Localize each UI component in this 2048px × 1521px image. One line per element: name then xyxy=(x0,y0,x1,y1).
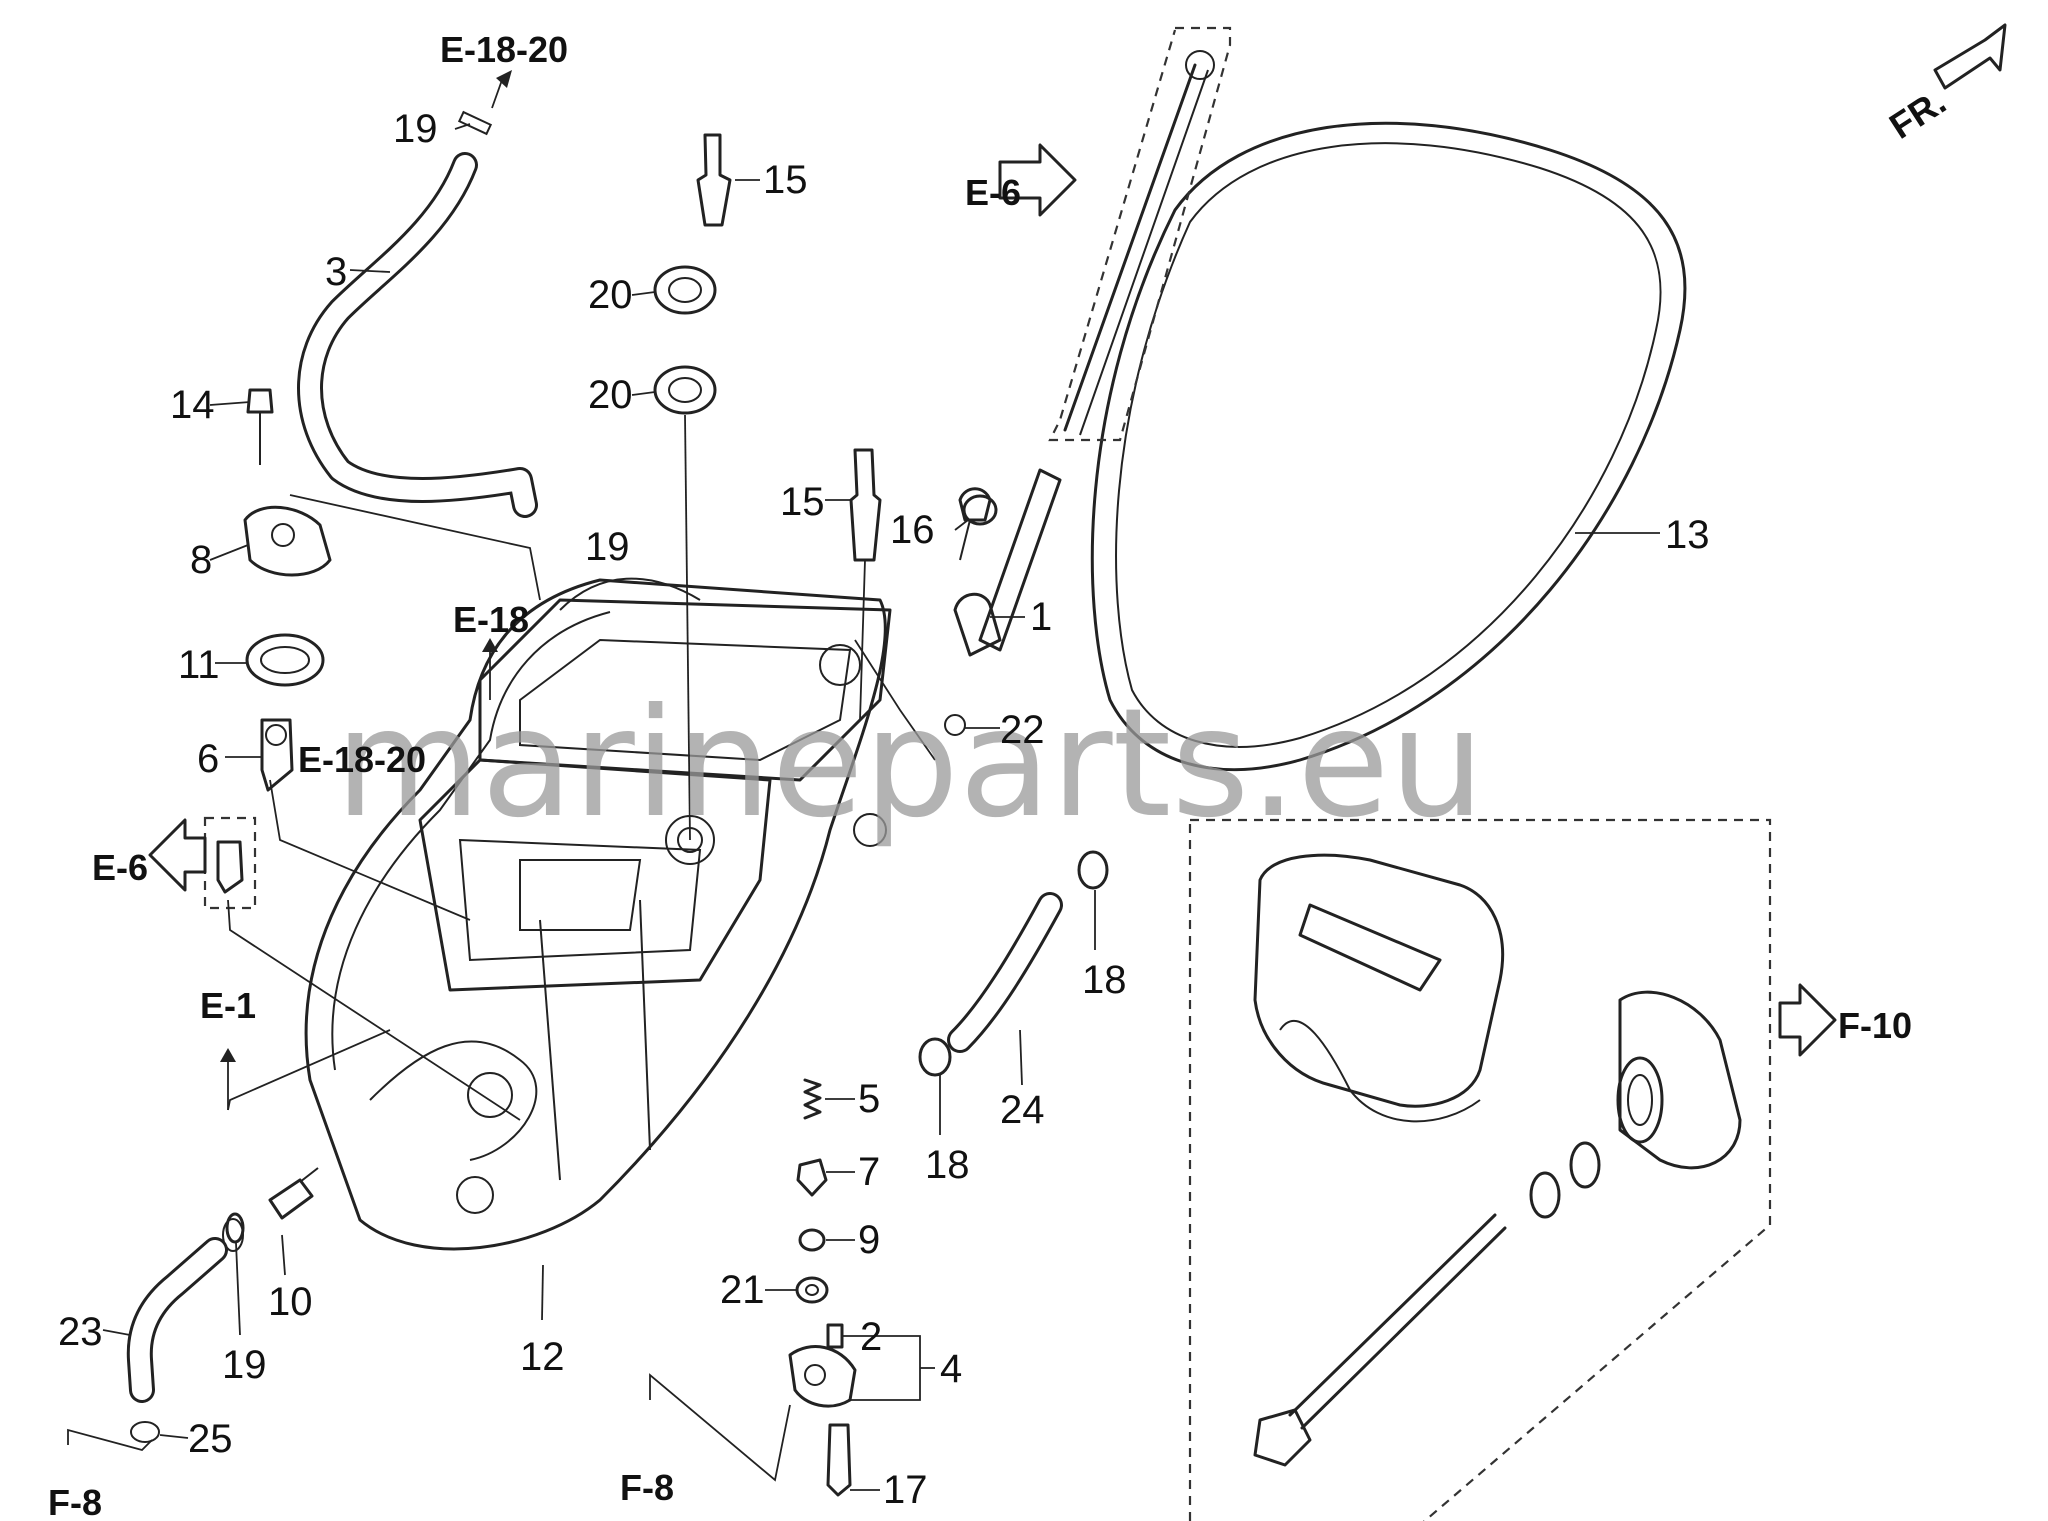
dipstick-assembly xyxy=(944,50,1215,736)
callout-1: 1 xyxy=(1030,595,1052,639)
callout-3: 3 xyxy=(325,250,347,294)
callout-6: 6 xyxy=(197,737,219,781)
ref-arrow-e18 xyxy=(482,638,498,700)
oil-hose xyxy=(918,850,1109,1077)
watermark: marineparts.eu xyxy=(335,677,1485,851)
callout-4: 4 xyxy=(940,1347,962,1391)
bolt-14 xyxy=(246,388,274,465)
fitting-6 xyxy=(260,718,294,792)
callout-14: 14 xyxy=(170,383,215,427)
oil-seal-20-upper xyxy=(653,265,717,315)
callout-21: 21 xyxy=(720,1268,765,1312)
clip-19-lower xyxy=(225,1212,245,1244)
callout-8: 8 xyxy=(190,538,212,582)
callout-24: 24 xyxy=(1000,1088,1045,1132)
bolt-16 xyxy=(962,494,998,526)
ref-arrow-e1 xyxy=(220,1048,236,1110)
callout-7: 7 xyxy=(858,1150,880,1194)
oil-seal-20-lower xyxy=(653,365,717,415)
callout-2: 2 xyxy=(860,1315,882,1359)
callout-13: 13 xyxy=(1665,513,1710,557)
seal-axis-line xyxy=(684,414,691,841)
ref-e6-left: E-6 xyxy=(92,847,148,888)
front-direction-indicator: FR. xyxy=(1882,23,2007,147)
plug-2 xyxy=(826,1323,844,1349)
ref-arrow-e6-upper xyxy=(998,143,1077,217)
callout-10: 10 xyxy=(268,1280,313,1324)
valve-7 xyxy=(796,1158,828,1197)
ref-f10: F-10 xyxy=(1838,1005,1912,1046)
dipstick-group-outline xyxy=(1048,26,1232,442)
ref-f8-left: F-8 xyxy=(48,1482,102,1521)
cover-8 xyxy=(243,505,332,577)
relief-valve-body-4 xyxy=(788,1345,857,1408)
callout-19-top: 19 xyxy=(393,107,438,151)
front-arrow-icon xyxy=(1933,23,2007,90)
callout-12: 12 xyxy=(520,1335,565,1379)
callout-16: 16 xyxy=(890,508,935,552)
callout-11: 11 xyxy=(178,643,220,687)
callout-19-lower: 19 xyxy=(222,1343,267,1387)
callout-19-middle: 19 xyxy=(585,525,630,569)
callout-17: 17 xyxy=(883,1468,928,1512)
stud-15-middle xyxy=(849,448,882,562)
breather-hose xyxy=(297,110,538,518)
ref-e18-20-top: E-18-20 xyxy=(440,29,568,70)
fitting-10 xyxy=(268,1167,319,1220)
ref-arrow-e6-left xyxy=(148,818,207,892)
callouts: 1 2 3 4 5 6 7 8 9 10 11 12 13 14 15 15 1… xyxy=(58,107,1710,1512)
reference-labels: E-18-20 E-6 E-18 E-18-20 E-6 E-1 F-10 F-… xyxy=(48,29,1912,1521)
ref-e18: E-18 xyxy=(453,599,529,640)
leader-lines xyxy=(67,123,1660,1491)
stud-axis-line xyxy=(859,559,866,721)
filter-group-outline xyxy=(1188,818,1772,1521)
callout-5: 5 xyxy=(858,1077,880,1121)
callout-18-left: 18 xyxy=(925,1143,970,1187)
drain-hose xyxy=(126,1218,244,1443)
ref-e1: E-1 xyxy=(200,985,256,1026)
ref-arrow-f10 xyxy=(1778,983,1837,1057)
ref-e18-20-middle: E-18-20 xyxy=(298,739,426,780)
sensor-group xyxy=(203,816,257,910)
callout-9: 9 xyxy=(858,1218,880,1262)
ref-e6-upper: E-6 xyxy=(965,172,1021,213)
callout-20-upper: 20 xyxy=(588,273,633,317)
callout-22: 22 xyxy=(1000,708,1045,752)
front-direction-label: FR. xyxy=(1882,81,1953,147)
ref-f8-center: F-8 xyxy=(620,1467,674,1508)
callout-18-right: 18 xyxy=(1082,958,1127,1002)
spring-5 xyxy=(803,1078,822,1120)
seal-ring-11 xyxy=(245,633,325,687)
callout-20-lower: 20 xyxy=(588,373,633,417)
stud-15-upper xyxy=(696,133,732,227)
callout-23: 23 xyxy=(58,1310,103,1354)
gasket xyxy=(1090,121,1687,772)
callout-15-middle: 15 xyxy=(780,480,825,524)
callout-15-upper: 15 xyxy=(763,158,808,202)
ref-arrow-e18-20-top xyxy=(491,70,512,109)
washer-21 xyxy=(795,1276,829,1304)
bolt-17 xyxy=(826,1423,852,1497)
nut-9 xyxy=(798,1228,826,1252)
callout-25: 25 xyxy=(188,1417,233,1461)
oil-filter-group xyxy=(1188,818,1772,1521)
